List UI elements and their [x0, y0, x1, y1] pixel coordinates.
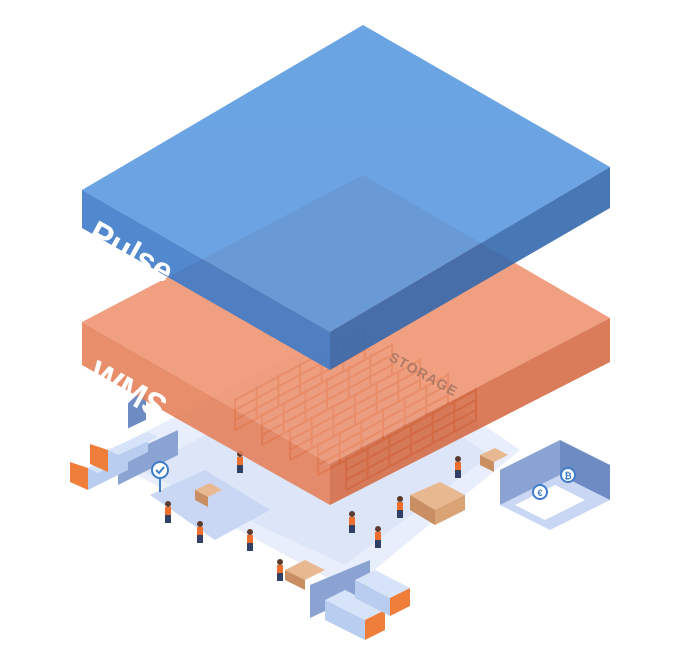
pallet-box-2-side: [285, 570, 305, 590]
worker: [349, 511, 355, 533]
pallet-box-1: [410, 482, 465, 510]
pulse-layer-top: [82, 25, 610, 332]
worker: [277, 559, 283, 581]
office-wall-right: [560, 440, 610, 500]
pallet-box-4-side: [480, 455, 494, 472]
worker: [165, 501, 171, 523]
pulse-layer-right: [330, 167, 610, 370]
office-room: € ₿: [500, 440, 610, 530]
dock-door-left: [128, 389, 146, 429]
checkmark-badge-icon: [151, 461, 169, 492]
worker: [397, 496, 403, 518]
pulse-layer-left: [82, 190, 330, 370]
pallets-group: [195, 448, 508, 590]
wall-left: [118, 430, 178, 485]
pallet-box-3: [195, 483, 222, 497]
worker: [455, 456, 461, 478]
office-desk: [515, 485, 585, 520]
pallet-box-3-side: [195, 490, 208, 507]
office-wall-back: [500, 440, 560, 505]
svg-text:₿: ₿: [564, 471, 571, 481]
pallet-box-1-side: [410, 495, 435, 525]
svg-text:€: €: [537, 488, 542, 498]
receiving-zone: [150, 470, 270, 540]
truck-2: [90, 432, 158, 472]
wms-layer-left: [82, 322, 330, 505]
truck-3: [325, 590, 385, 640]
bitcoin-badge-icon: ₿: [560, 467, 576, 483]
trucks: [70, 432, 410, 640]
euro-badge-icon: €: [532, 484, 548, 500]
worker: [375, 526, 381, 548]
worker: [197, 521, 203, 543]
workers: [165, 451, 461, 581]
pallet-box-1-front: [435, 495, 465, 525]
wms-layer-right: [330, 318, 610, 505]
pulse-layer: [82, 25, 610, 370]
worker: [247, 529, 253, 551]
truck-4: [355, 570, 410, 616]
